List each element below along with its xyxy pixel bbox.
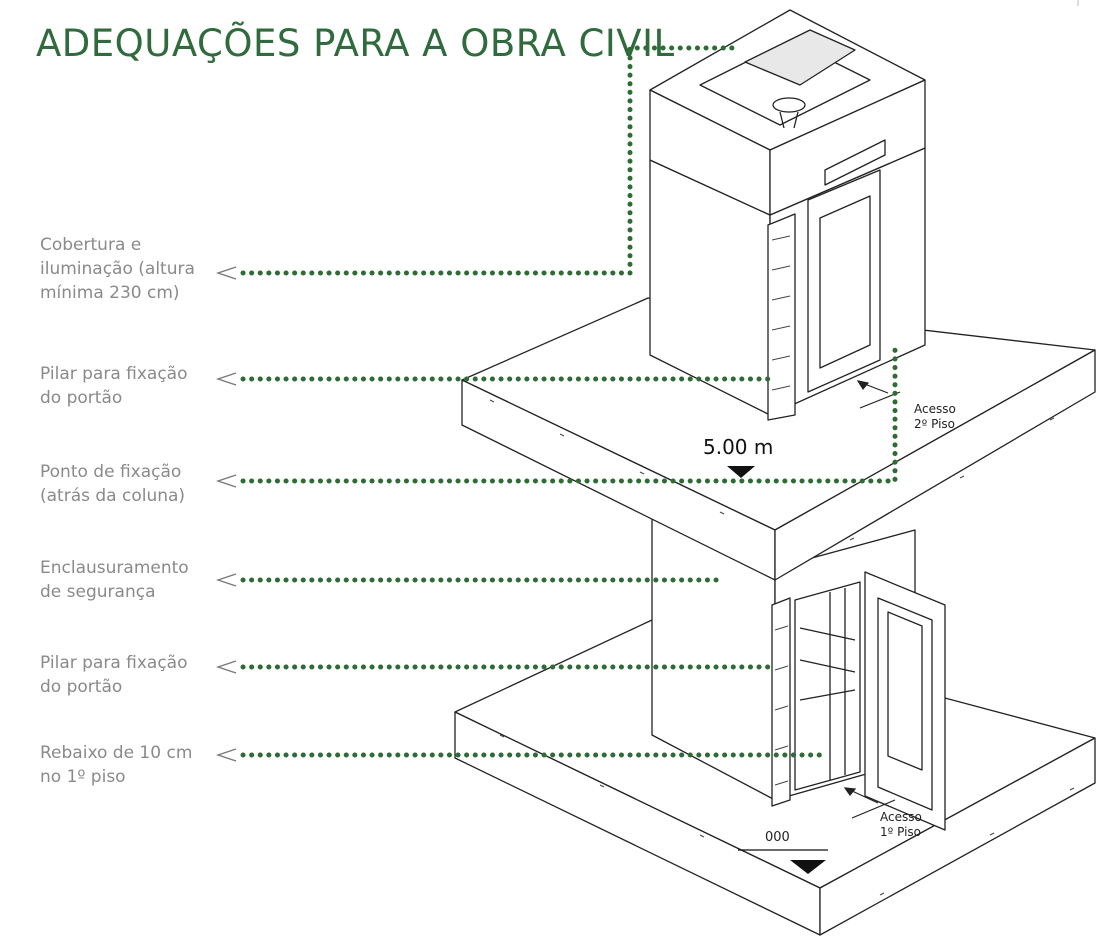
callout-gate-pillar-lower: Pilar para fixação do portão — [40, 653, 188, 697]
access-upper-label: Acesso 2º Piso — [914, 402, 956, 431]
lower-door-open — [864, 571, 946, 831]
upper-cabin — [649, 9, 926, 421]
level-upper-label: 5.00 m — [703, 435, 774, 459]
pointer-arrow-icon — [215, 266, 237, 762]
access-arrows — [843, 380, 901, 819]
access-lower-label: Acesso 1º Piso — [880, 810, 922, 839]
callout-floor-recess: Rebaixo de 10 cm no 1º piso — [40, 743, 193, 787]
concrete-texture — [489, 235, 1075, 896]
callout-safety-enclosure: Enclausuramento de segurança — [40, 558, 189, 602]
leader-fixing-point — [240, 342, 898, 484]
level-ground-label: 000 — [765, 830, 790, 845]
callout-fixing-point: Ponto de fixação (atrás da coluna) — [40, 462, 186, 506]
level-marker-icon — [727, 466, 828, 874]
leader-lines — [240, 45, 898, 758]
page-title: ADEQUAÇÕES PARA A OBRA CIVIL — [36, 22, 675, 65]
callout-gate-pillar-upper: Pilar para fixação do portão — [40, 364, 188, 408]
leader-roof-lighting — [240, 45, 743, 276]
callout-roof-lighting: Cobertura e iluminação (altura mínima 23… — [40, 235, 195, 303]
